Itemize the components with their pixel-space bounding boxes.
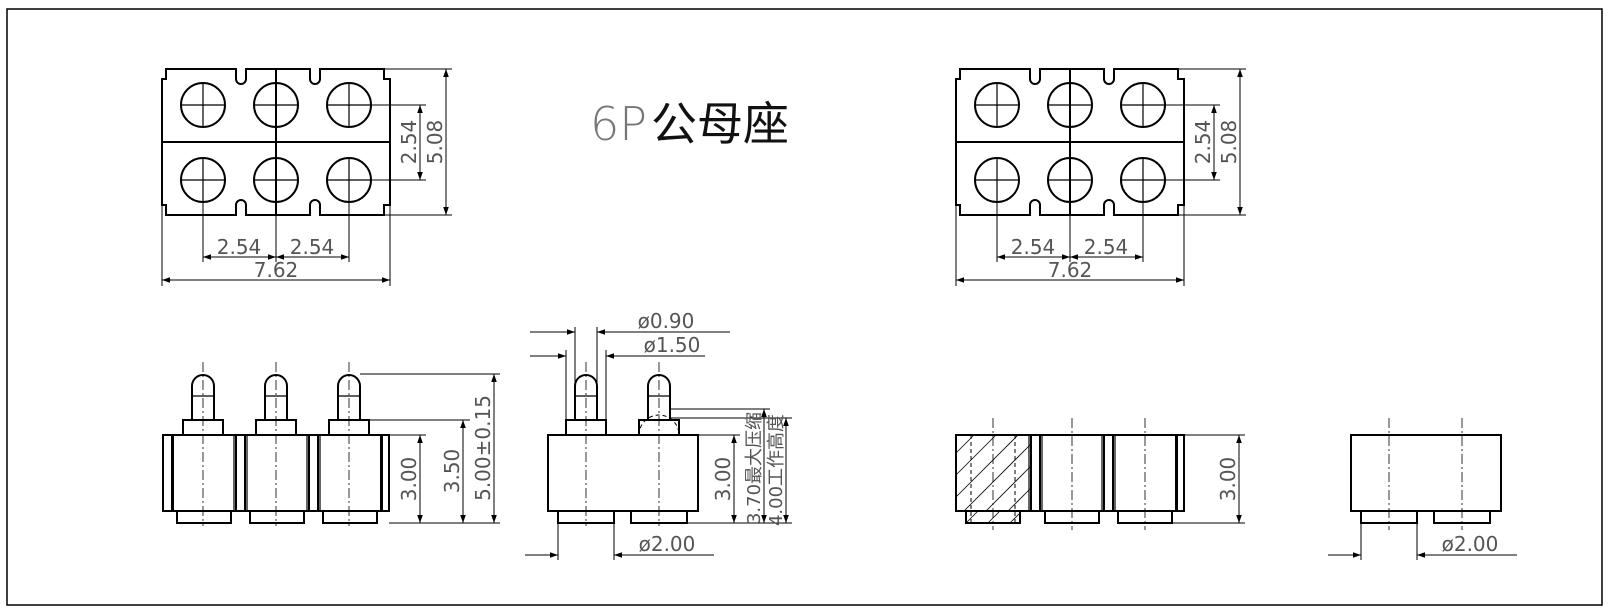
dim-width: 7.62 — [254, 258, 299, 282]
drawing-title: 6P公母座 — [590, 97, 789, 151]
dim-pin-diameter: ø0.90 — [638, 309, 695, 333]
top-view-male: 2.54 2.54 7.62 2.54 5.08 — [161, 68, 452, 286]
top-view-female: 2.54 2.54 7.62 2.54 5.08 — [955, 68, 1246, 286]
drawing-frame — [6, 8, 1603, 606]
dim-body-height: 3.00 — [1216, 457, 1240, 502]
dim-body-height: 3.00 — [711, 457, 735, 502]
dim-pitch-y: 2.54 — [1191, 120, 1215, 165]
dim-pitch-y: 2.54 — [397, 120, 421, 165]
dim-width: 7.62 — [1048, 258, 1093, 282]
dim-base-diameter: ø2.00 — [639, 532, 696, 556]
dim-working-height: 4.00工作高度 — [766, 414, 787, 526]
dim-shoulder-height: 3.50 — [440, 449, 464, 494]
end-view-female: ø2.00 — [1328, 418, 1517, 560]
dim-pitch-x-2: 2.54 — [290, 235, 335, 259]
side-view-male: 3.00 3.50 5.00±0.15 — [162, 362, 500, 526]
dim-height: 5.08 — [423, 120, 447, 165]
dim-base-diameter: ø2.00 — [1442, 532, 1499, 556]
side-view-female: 3.00 — [955, 418, 1245, 530]
pin-circles — [974, 82, 1166, 203]
dim-max-compression: 3.70最大压缩 — [744, 412, 765, 524]
dim-height: 5.08 — [1217, 120, 1241, 165]
dim-pitch-x-2: 2.54 — [1084, 235, 1129, 259]
side-view-profile: ø0.90 ø1.50 ø2.00 3.00 3.70最大压缩 4.00工作高度 — [525, 309, 792, 560]
dim-body-height: 3.00 — [397, 457, 421, 502]
section-hatch — [955, 434, 1032, 524]
dim-pitch-x-1: 2.54 — [1011, 235, 1056, 259]
dim-pitch-x-1: 2.54 — [217, 235, 262, 259]
dim-sleeve-diameter: ø1.50 — [644, 333, 701, 357]
dim-total-height: 5.00±0.15 — [471, 395, 495, 501]
